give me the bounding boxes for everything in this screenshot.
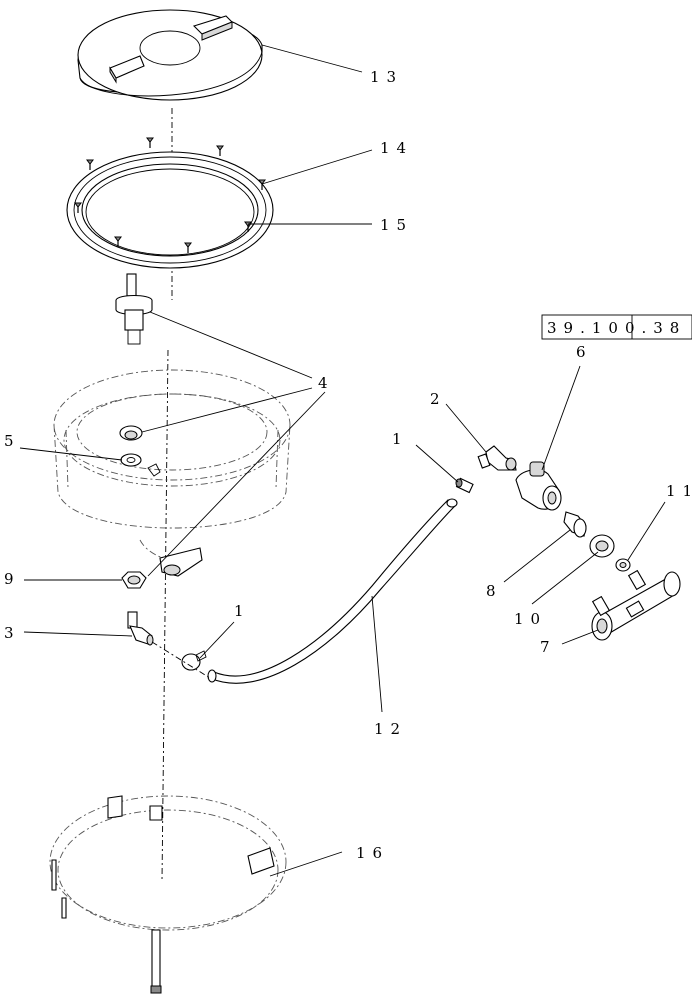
- center-axis-line-lower: [161, 349, 169, 881]
- callout-9: 9: [4, 570, 21, 588]
- callout-12: 12: [374, 720, 407, 738]
- frame-ring-part-16: [49, 795, 287, 994]
- manifold-part-7: [591, 569, 681, 641]
- valve-part-6: [515, 461, 562, 511]
- coupler-part-10: [589, 534, 615, 558]
- reference-box-text: 39.100.38: [547, 319, 686, 337]
- nut-part-9: [121, 571, 147, 589]
- ring-part-15: [66, 151, 274, 269]
- callout-1-upper: 1: [392, 430, 409, 448]
- callout-3: 3: [4, 624, 21, 642]
- nut-part-4-lower: [119, 425, 143, 441]
- callout-11: 11: [666, 482, 692, 500]
- hose-part-12: [207, 498, 458, 684]
- nipple-part-8: [563, 511, 587, 538]
- callout-15: 15: [380, 216, 413, 234]
- tank-outline-phantom: [53, 369, 291, 561]
- callout-13: 13: [370, 68, 403, 86]
- callout-2: 2: [430, 390, 447, 408]
- callout-4: 4: [318, 374, 335, 392]
- fitting-part-4-upper: [115, 273, 153, 345]
- callout-6: 6: [576, 343, 593, 361]
- callout-16: 16: [356, 844, 389, 862]
- callout-1-lower: 1: [234, 602, 251, 620]
- hose-axis-line: [151, 641, 211, 679]
- callout-10: 10: [514, 610, 547, 628]
- callout-8: 8: [486, 582, 503, 600]
- leader-lines: [19, 44, 666, 877]
- small-clip-icon: [147, 463, 161, 477]
- reference-box[interactable]: 39.100.38: [541, 314, 692, 340]
- elbow-fitting-part-3: [127, 611, 154, 646]
- callout-14: 14: [380, 139, 413, 157]
- callout-5: 5: [4, 432, 21, 450]
- washer-part-5: [120, 453, 142, 467]
- callout-labels: 13 14 15 4 5 9 3 1 1 2 6 11 8 10 7 12 16: [4, 68, 692, 862]
- drain-fitting-tank: [159, 547, 203, 577]
- hose-clamp-part-1-upper: [455, 477, 474, 494]
- hose-clamp-part-1-lower: [181, 650, 207, 671]
- nut-part-11: [615, 558, 631, 572]
- callout-7: 7: [540, 638, 557, 656]
- elbow-fitting-part-2: [477, 445, 517, 471]
- lid-part-13: [77, 9, 263, 101]
